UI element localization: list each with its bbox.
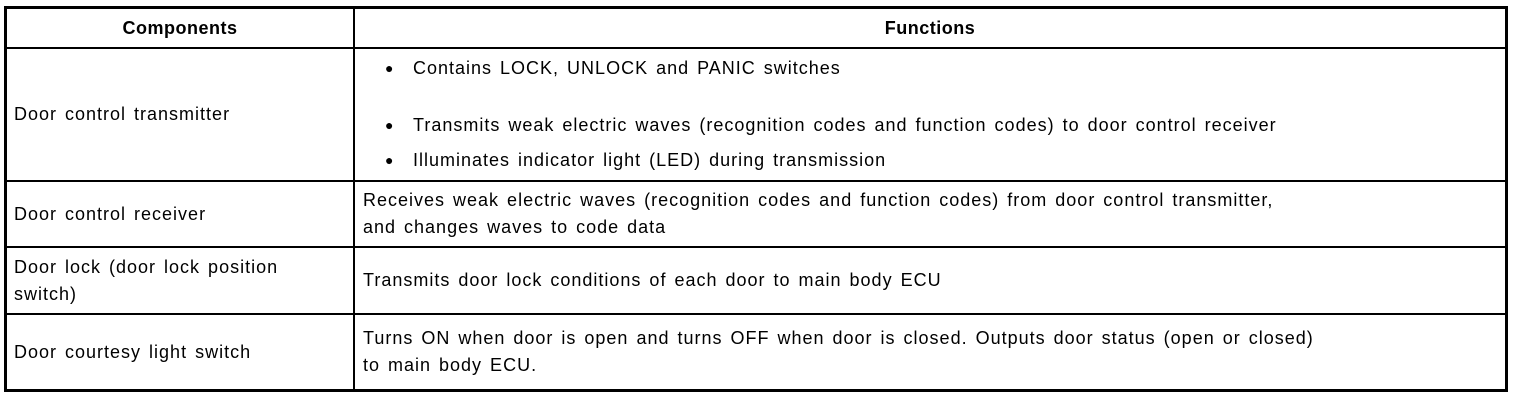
component-cell-door-control-transmitter: Door control transmitter: [7, 49, 353, 180]
bullet-icon: ●: [385, 117, 394, 133]
component-cell-door-control-receiver: Door control receiver: [7, 182, 353, 246]
function-bullet-item: ● Illuminates indicator light (LED) duri…: [385, 147, 1499, 174]
function-cell-door-control-receiver: Receives weak electric waves (recognitio…: [355, 182, 1505, 246]
components-functions-table: Components Functions Door control transm…: [4, 6, 1508, 392]
function-bullet-item: ● Contains LOCK, UNLOCK and PANIC switch…: [385, 55, 1499, 82]
function-bullet-text: Contains LOCK, UNLOCK and PANIC switches: [413, 58, 841, 78]
header-functions: Functions: [355, 9, 1505, 47]
bullet-icon: ●: [385, 152, 394, 168]
header-components: Components: [7, 9, 353, 47]
function-cell-door-control-transmitter: ● Contains LOCK, UNLOCK and PANIC switch…: [355, 49, 1505, 180]
component-cell-door-courtesy-light-switch: Door courtesy light switch: [7, 315, 353, 389]
bullet-icon: ●: [385, 60, 394, 76]
function-bullet-text: Transmits weak electric waves (recogniti…: [413, 115, 1277, 135]
function-cell-door-courtesy-light-switch: Turns ON when door is open and turns OFF…: [355, 315, 1505, 389]
function-cell-door-lock: Transmits door lock conditions of each d…: [355, 248, 1505, 313]
function-bullet-item: ● Transmits weak electric waves (recogni…: [385, 112, 1499, 139]
component-cell-door-lock: Door lock (door lock position switch): [7, 248, 353, 313]
function-bullet-text: Illuminates indicator light (LED) during…: [413, 150, 887, 170]
